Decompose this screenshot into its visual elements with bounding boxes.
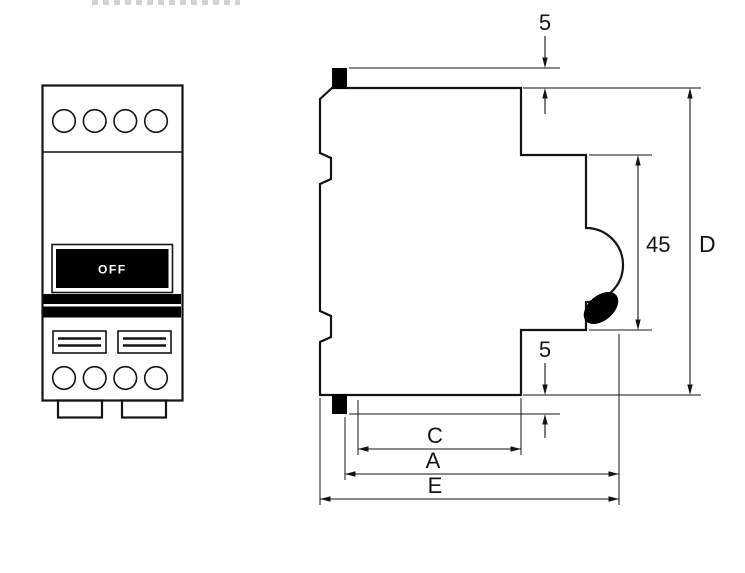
front-view: OFF — [41, 84, 184, 419]
dim-label-C: C — [427, 423, 443, 448]
slot-frame — [52, 330, 107, 354]
arrowhead-down-icon — [687, 384, 693, 395]
screw-circle — [82, 108, 107, 134]
toggle-handle — [56, 249, 169, 288]
arrowhead-up-icon — [542, 88, 548, 99]
dim-label-bottom-5: 5 — [539, 337, 551, 362]
screw-circle — [143, 365, 169, 391]
arrowhead-left-icon — [345, 471, 356, 477]
dimension-annotations: 5 45 D — [319, 10, 716, 505]
dim-label-A: A — [426, 448, 441, 473]
dim-label-45: 45 — [646, 232, 670, 257]
screw-circle — [113, 108, 138, 134]
dim-D: D — [523, 88, 716, 396]
side-body-outline — [318, 86, 625, 397]
dim-bottom-5: 5 — [349, 337, 560, 438]
front-black-band-lower — [43, 306, 181, 318]
bottom-terminal-screws — [51, 365, 169, 391]
toggle-recess-frame — [51, 243, 174, 294]
arrowhead-up-icon — [687, 88, 693, 99]
toggle-lever-side — [583, 291, 619, 325]
arrowhead-down-icon — [635, 319, 641, 330]
arrowhead-up-icon — [542, 414, 548, 425]
arrowhead-left-icon — [320, 496, 331, 502]
dim-45: 45 — [589, 154, 670, 331]
dim-top-5: 5 — [349, 10, 701, 114]
bottom-foot-left — [56, 399, 104, 419]
screw-circle — [82, 365, 107, 391]
screw-circle — [143, 108, 169, 134]
screw-circle — [113, 365, 138, 391]
arrowhead-down-icon — [542, 57, 548, 68]
slot-frame — [117, 330, 172, 354]
dim-E: E — [319, 398, 619, 505]
dim-label-D: D — [699, 231, 716, 257]
toggle-off-label: OFF — [98, 263, 127, 277]
cropped-text-artifact — [92, 0, 240, 5]
terminal-slot-left — [52, 330, 107, 354]
top-mounting-pin — [332, 68, 347, 89]
arrowhead-right-icon — [608, 496, 619, 502]
arrowhead-down-icon — [542, 384, 548, 395]
front-body-outline — [41, 84, 184, 402]
dim-label-E: E — [428, 473, 443, 498]
bottom-mounting-pin — [332, 394, 347, 414]
screw-circle — [51, 365, 77, 391]
screw-circle — [51, 108, 77, 134]
terminal-slot-right — [117, 330, 172, 354]
dim-A: A — [344, 334, 620, 505]
side-view — [318, 68, 625, 414]
arrowhead-up-icon — [635, 155, 641, 166]
front-black-band-upper — [43, 294, 181, 304]
dim-C: C — [357, 398, 522, 455]
arrowhead-left-icon — [358, 446, 369, 452]
top-terminal-screws — [51, 108, 169, 134]
arrowhead-right-icon — [510, 446, 521, 452]
arrowhead-right-icon — [608, 471, 619, 477]
dim-label-top-5: 5 — [539, 10, 551, 35]
bottom-foot-right — [120, 399, 168, 419]
